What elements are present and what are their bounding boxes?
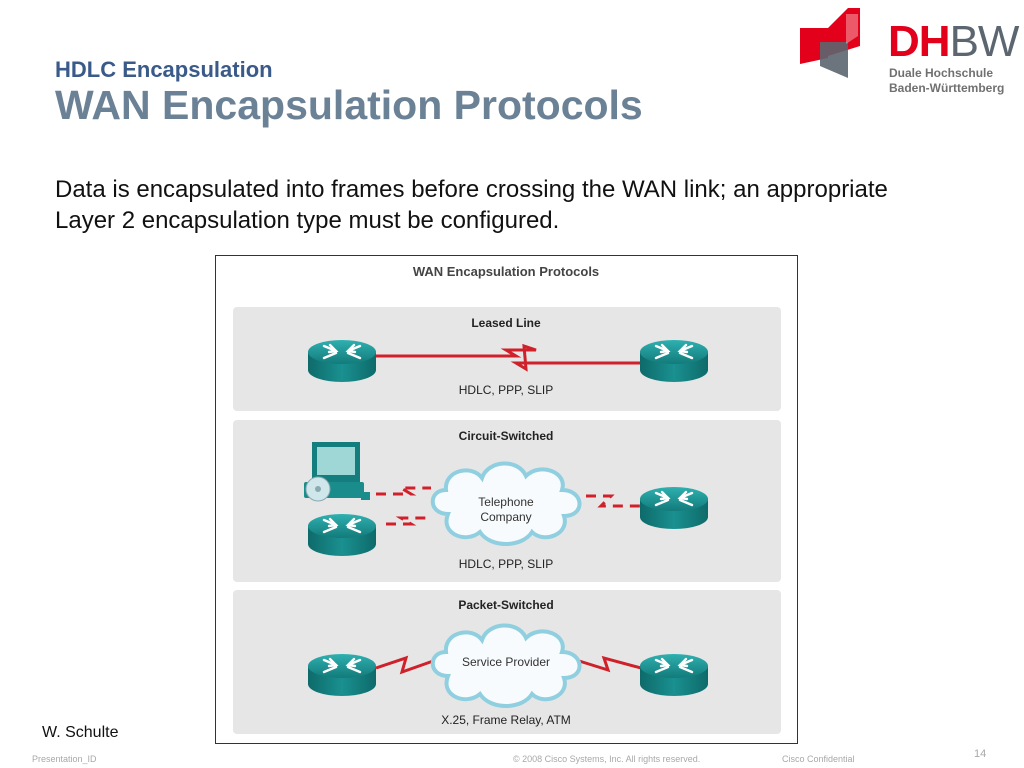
panel-packet-switched: Packet-Switched Service Provider X.25, F… [233, 590, 781, 734]
panel-heading-circuit-switched: Circuit-Switched [459, 429, 554, 443]
cloud-label-line-1: Telephone [478, 495, 534, 509]
panel-leased-line: Leased Line HDLC, PPP, SLIP [233, 307, 781, 411]
panel-heading-leased-line: Leased Line [471, 316, 541, 330]
slide-subtitle: HDLC Encapsulation [55, 57, 273, 82]
panel-circuit-switched: Circuit-Switched Telephone Company HDL [233, 420, 781, 582]
panel-protocols-circuit-switched: HDLC, PPP, SLIP [459, 557, 554, 571]
author-name: W. Schulte [42, 724, 119, 741]
panel-protocols-leased-line: HDLC, PPP, SLIP [459, 383, 554, 397]
logo-wordmark: DHBW [888, 17, 1020, 66]
logo-bw: BW [949, 17, 1020, 66]
page-number: 14 [974, 748, 987, 760]
logo-line-1: Duale Hochschule [889, 66, 994, 80]
slide-body-text: Data is encapsulated into frames before … [55, 176, 888, 234]
packet-link-left [375, 655, 437, 675]
logo-dh: DH [888, 17, 951, 66]
router-icon [638, 485, 710, 531]
packet-link-right [575, 655, 642, 673]
cloud-label-line-2: Company [480, 510, 531, 524]
panel-protocols-packet-switched: X.25, Frame Relay, ATM [441, 713, 571, 727]
wan-encapsulation-figure: WAN Encapsulation Protocols Leased Line … [215, 255, 798, 744]
router-icon [306, 512, 378, 558]
panel-heading-packet-switched: Packet-Switched [458, 598, 553, 612]
logo-white-cut [846, 14, 858, 44]
logo-gray-block [820, 42, 848, 78]
circuit-link-router-right [586, 494, 641, 508]
router-icon [638, 338, 710, 384]
computer-icon [304, 442, 370, 502]
figure-title: WAN Encapsulation Protocols [413, 264, 599, 279]
cloud-label-service-provider: Service Provider [462, 655, 550, 669]
router-icon [306, 652, 378, 698]
router-icon [638, 652, 710, 698]
dhbw-logo [800, 8, 860, 78]
circuit-link-router-left [386, 516, 431, 526]
footer-copyright: © 2008 Cisco Systems, Inc. All rights re… [513, 754, 701, 764]
footer-confidential: Cisco Confidential [782, 754, 855, 764]
router-icon [306, 338, 378, 384]
slide-title: WAN Encapsulation Protocols [55, 82, 643, 128]
footer-presentation-id: Presentation_ID [32, 754, 97, 764]
leased-line-link [341, 343, 676, 372]
logo-line-2: Baden-Württemberg [889, 81, 1005, 95]
circuit-link-computer [376, 486, 431, 496]
